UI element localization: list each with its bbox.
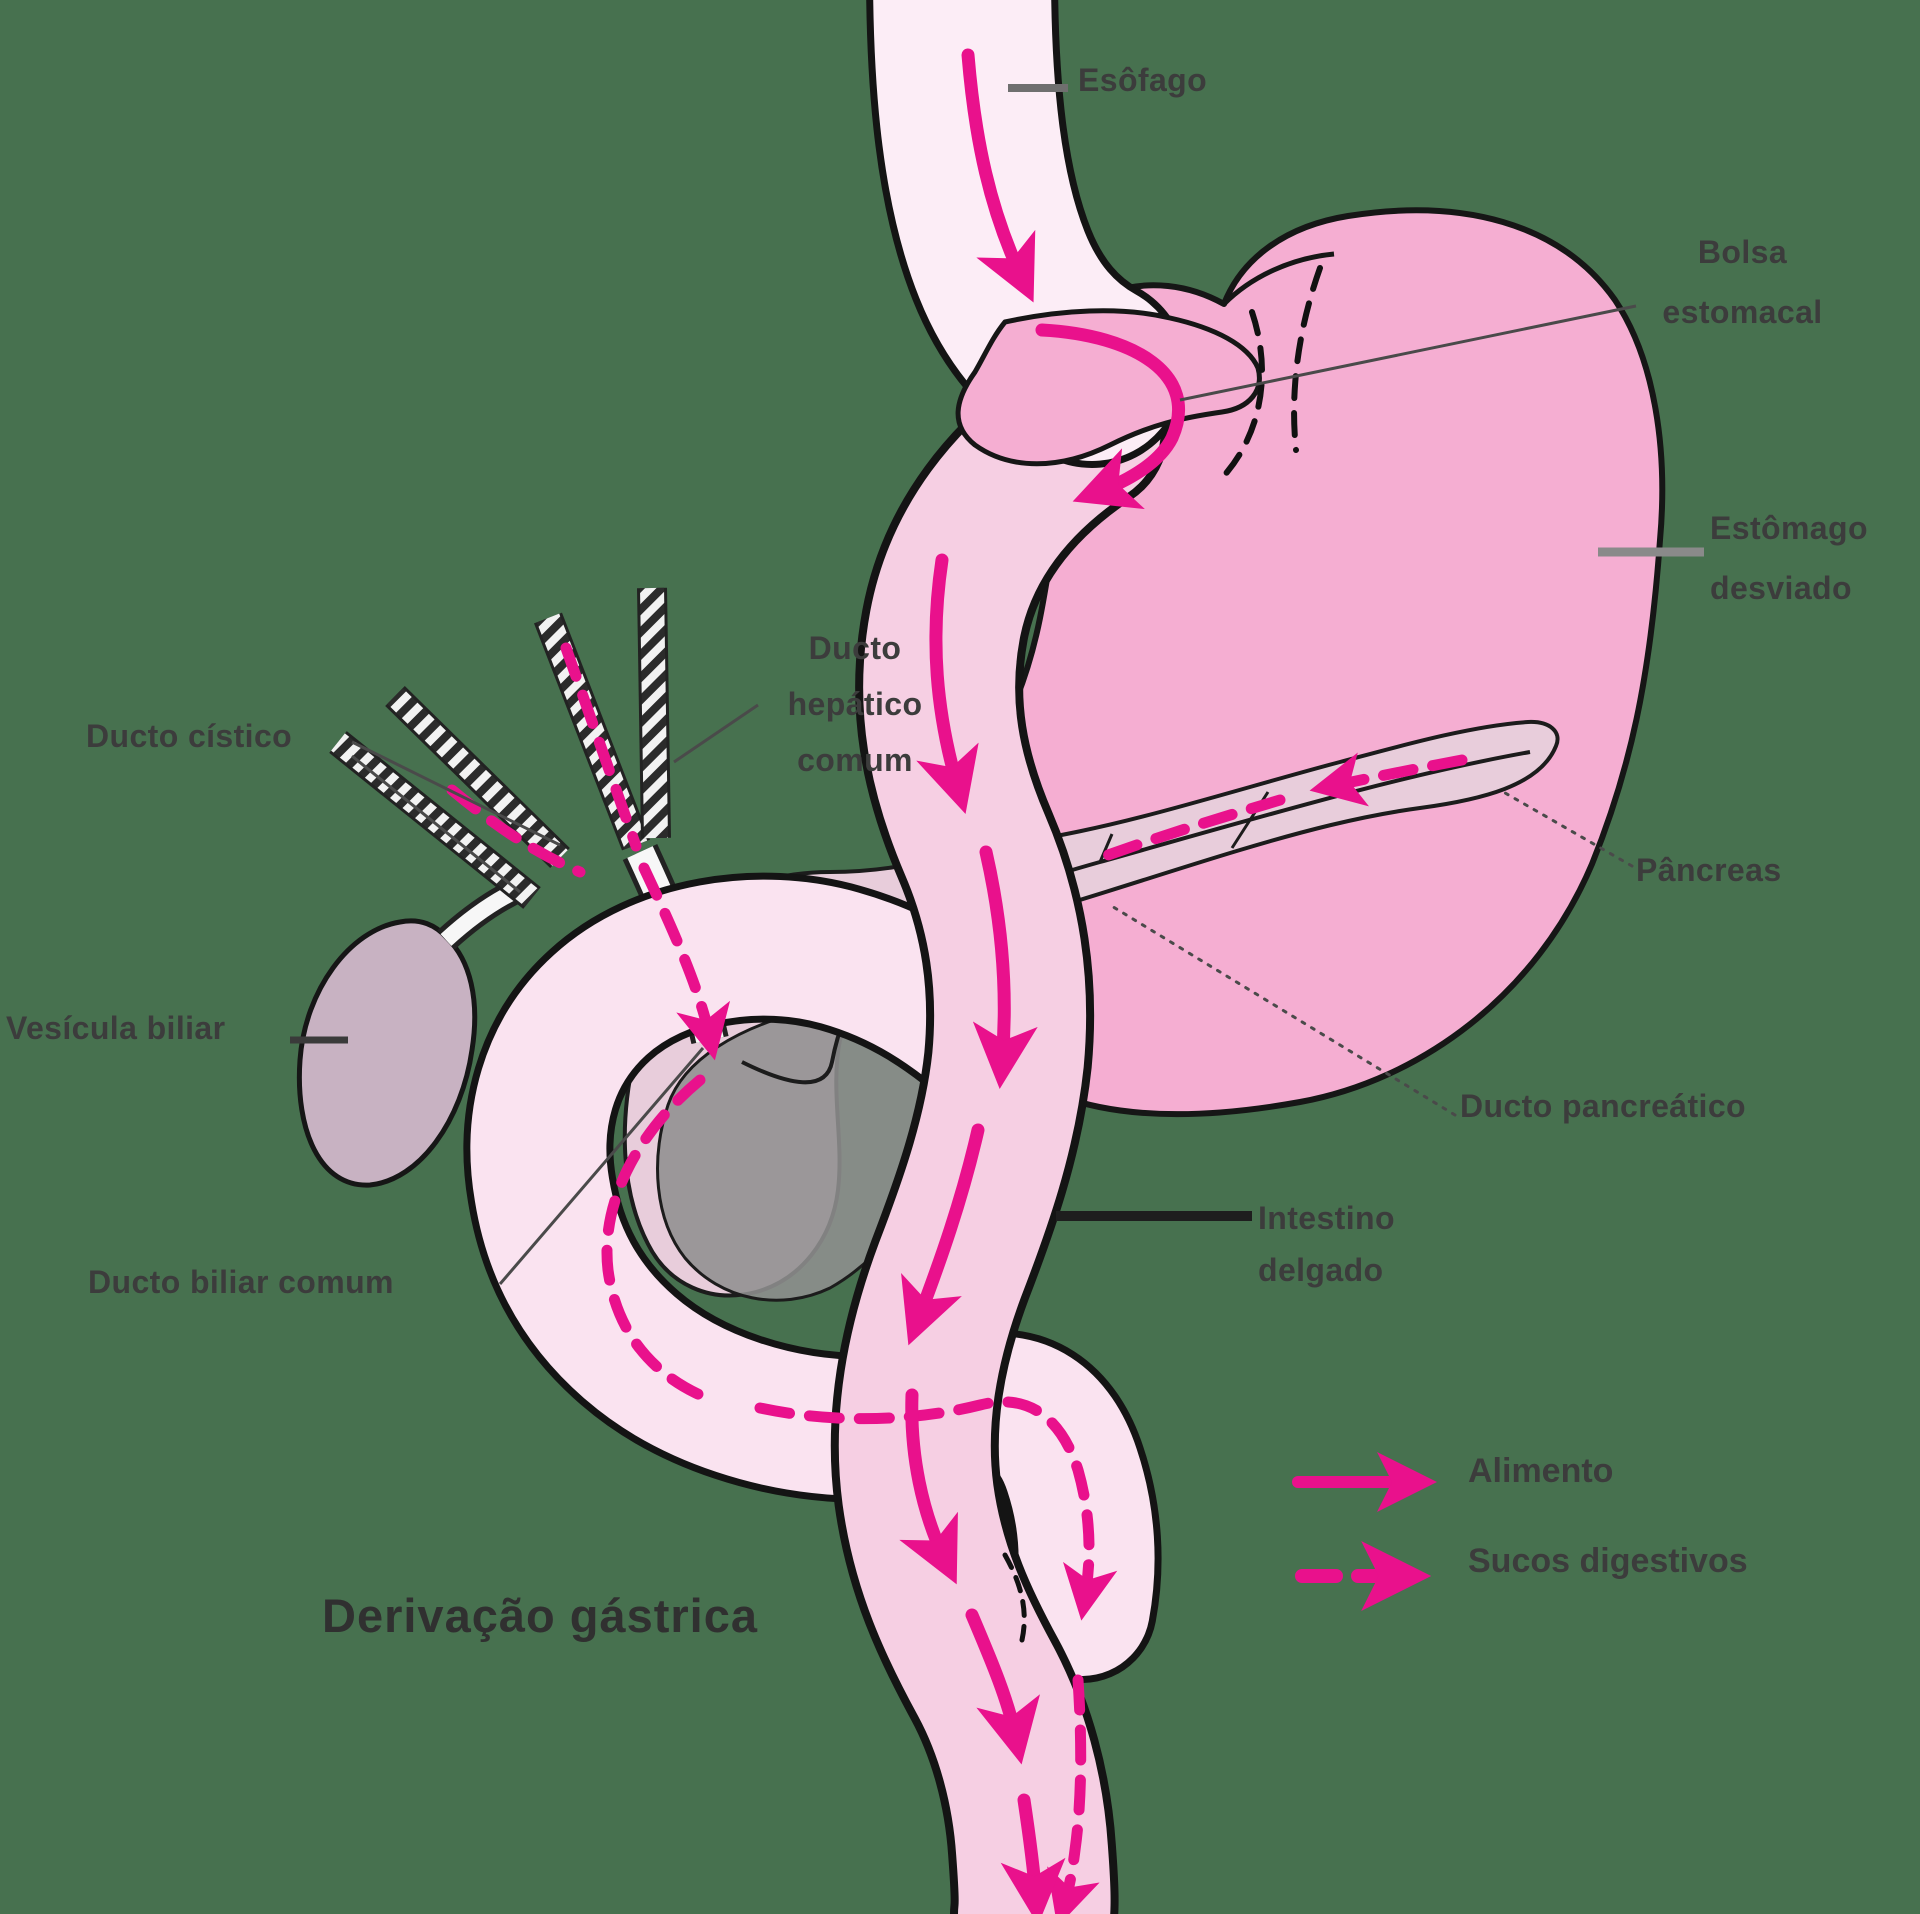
- label-small-intestine-line2: delgado: [1258, 1252, 1384, 1288]
- gallbladder-shape: [296, 918, 478, 1188]
- label-common-bile-duct: Ducto biliar comum: [88, 1264, 394, 1300]
- digestive-juice-arrows: [446, 642, 1468, 1914]
- label-pouch-line2: estomacal: [1662, 294, 1823, 330]
- legend-food-label: Alimento: [1468, 1452, 1614, 1490]
- label-cystic-duct: Ducto cístico: [86, 718, 293, 754]
- label-small-intestine-line1: Intestino: [1258, 1200, 1395, 1236]
- common-bile-duct-leader-line: [498, 1047, 705, 1285]
- label-common-hepatic-duct: Ducto hepático comum: [750, 620, 960, 788]
- hepatic-duct-leader-line: [673, 703, 759, 764]
- label-common-hepatic-duct-line3: comum: [797, 742, 913, 778]
- cystic-duct-leader-line-1: [351, 740, 561, 847]
- cut-duct-stubs: [329, 587, 671, 909]
- label-common-hepatic-duct-line2: hepático: [787, 686, 923, 722]
- leader-lines: [290, 84, 1704, 1285]
- label-gallbladder: Vesícula biliar: [6, 1010, 226, 1046]
- legend-arrows: [1292, 1452, 1437, 1611]
- fundus-fold-line: [1222, 251, 1335, 306]
- staple-lines: [1002, 265, 1323, 1643]
- cystic-duct-leader-line-2: [351, 754, 521, 894]
- pouch-leader-line: [1179, 304, 1637, 402]
- food-arrows: [899, 48, 1185, 1914]
- label-pouch-line1: Bolsa: [1697, 234, 1788, 270]
- label-esophagus: Esôfago: [1078, 62, 1208, 98]
- label-bypassed-stomach-line1: Estômago: [1710, 510, 1868, 546]
- label-bypassed-stomach: Estômago desviado: [1710, 498, 1868, 618]
- label-bypassed-stomach-line2: desviado: [1710, 570, 1852, 606]
- label-pancreas: Pâncreas: [1636, 852, 1782, 888]
- diagram-title: Derivação gástrica: [322, 1589, 759, 1642]
- pancreas-leader-line: [1498, 788, 1634, 868]
- label-pouch: Bolsa estomacal: [1630, 222, 1855, 342]
- pancreatic-duct-leader-line: [1108, 903, 1457, 1117]
- label-small-intestine: Intestino delgado: [1258, 1192, 1395, 1296]
- legend-juices-label: Sucos digestivos: [1468, 1542, 1748, 1580]
- label-pancreatic-duct: Ducto pancreático: [1460, 1088, 1746, 1124]
- label-common-hepatic-duct-line1: Ducto: [808, 630, 902, 666]
